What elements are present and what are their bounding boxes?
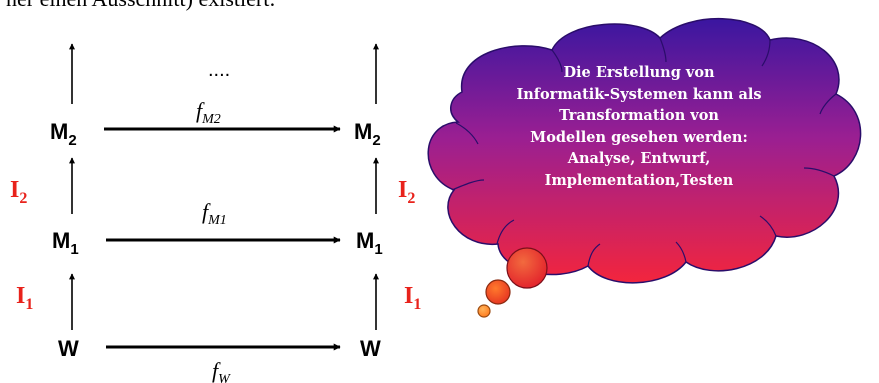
cloud-line-1: Die Erstellung von <box>563 64 715 81</box>
label-fw: fW <box>212 358 231 383</box>
interp-i1-right: I1 <box>404 283 421 313</box>
interp-i2-left: I2 <box>10 177 27 207</box>
node-w-right: W <box>360 336 381 361</box>
cut-off-text-line: ner einen Ausschnitt) existiert: <box>6 0 275 12</box>
node-m1-right: M1 <box>356 228 383 258</box>
cloud-line-4: Modellen gesehen werden: <box>530 128 748 146</box>
cloud-line-2: Informatik-Systemen kann als <box>516 85 762 103</box>
interp-i1-left: I1 <box>16 283 33 313</box>
cloud-line-6: Implementation,Testen <box>544 171 734 189</box>
node-w-left: W <box>58 336 79 361</box>
node-m2-left: M2 <box>50 119 77 149</box>
cloud-line-3: Transformation von <box>559 107 719 124</box>
thought-cloud-text: Die Erstellung von Informatik-Systemen k… <box>478 62 800 191</box>
label-fm2: fM2 <box>196 98 221 127</box>
cloud-line-5: Analyse, Entwurf, <box>567 150 711 167</box>
interp-i2-right: I2 <box>398 177 415 207</box>
thought-cloud-shape <box>427 18 862 284</box>
thought-bubble-small <box>477 304 491 318</box>
node-m2-right: M2 <box>354 119 381 149</box>
label-fm1: fM1 <box>202 199 227 228</box>
thought-bubble-medium <box>485 279 511 305</box>
thought-bubble-large <box>506 247 548 289</box>
ellipsis: .... <box>208 59 230 81</box>
node-m1-left: M1 <box>52 228 79 258</box>
